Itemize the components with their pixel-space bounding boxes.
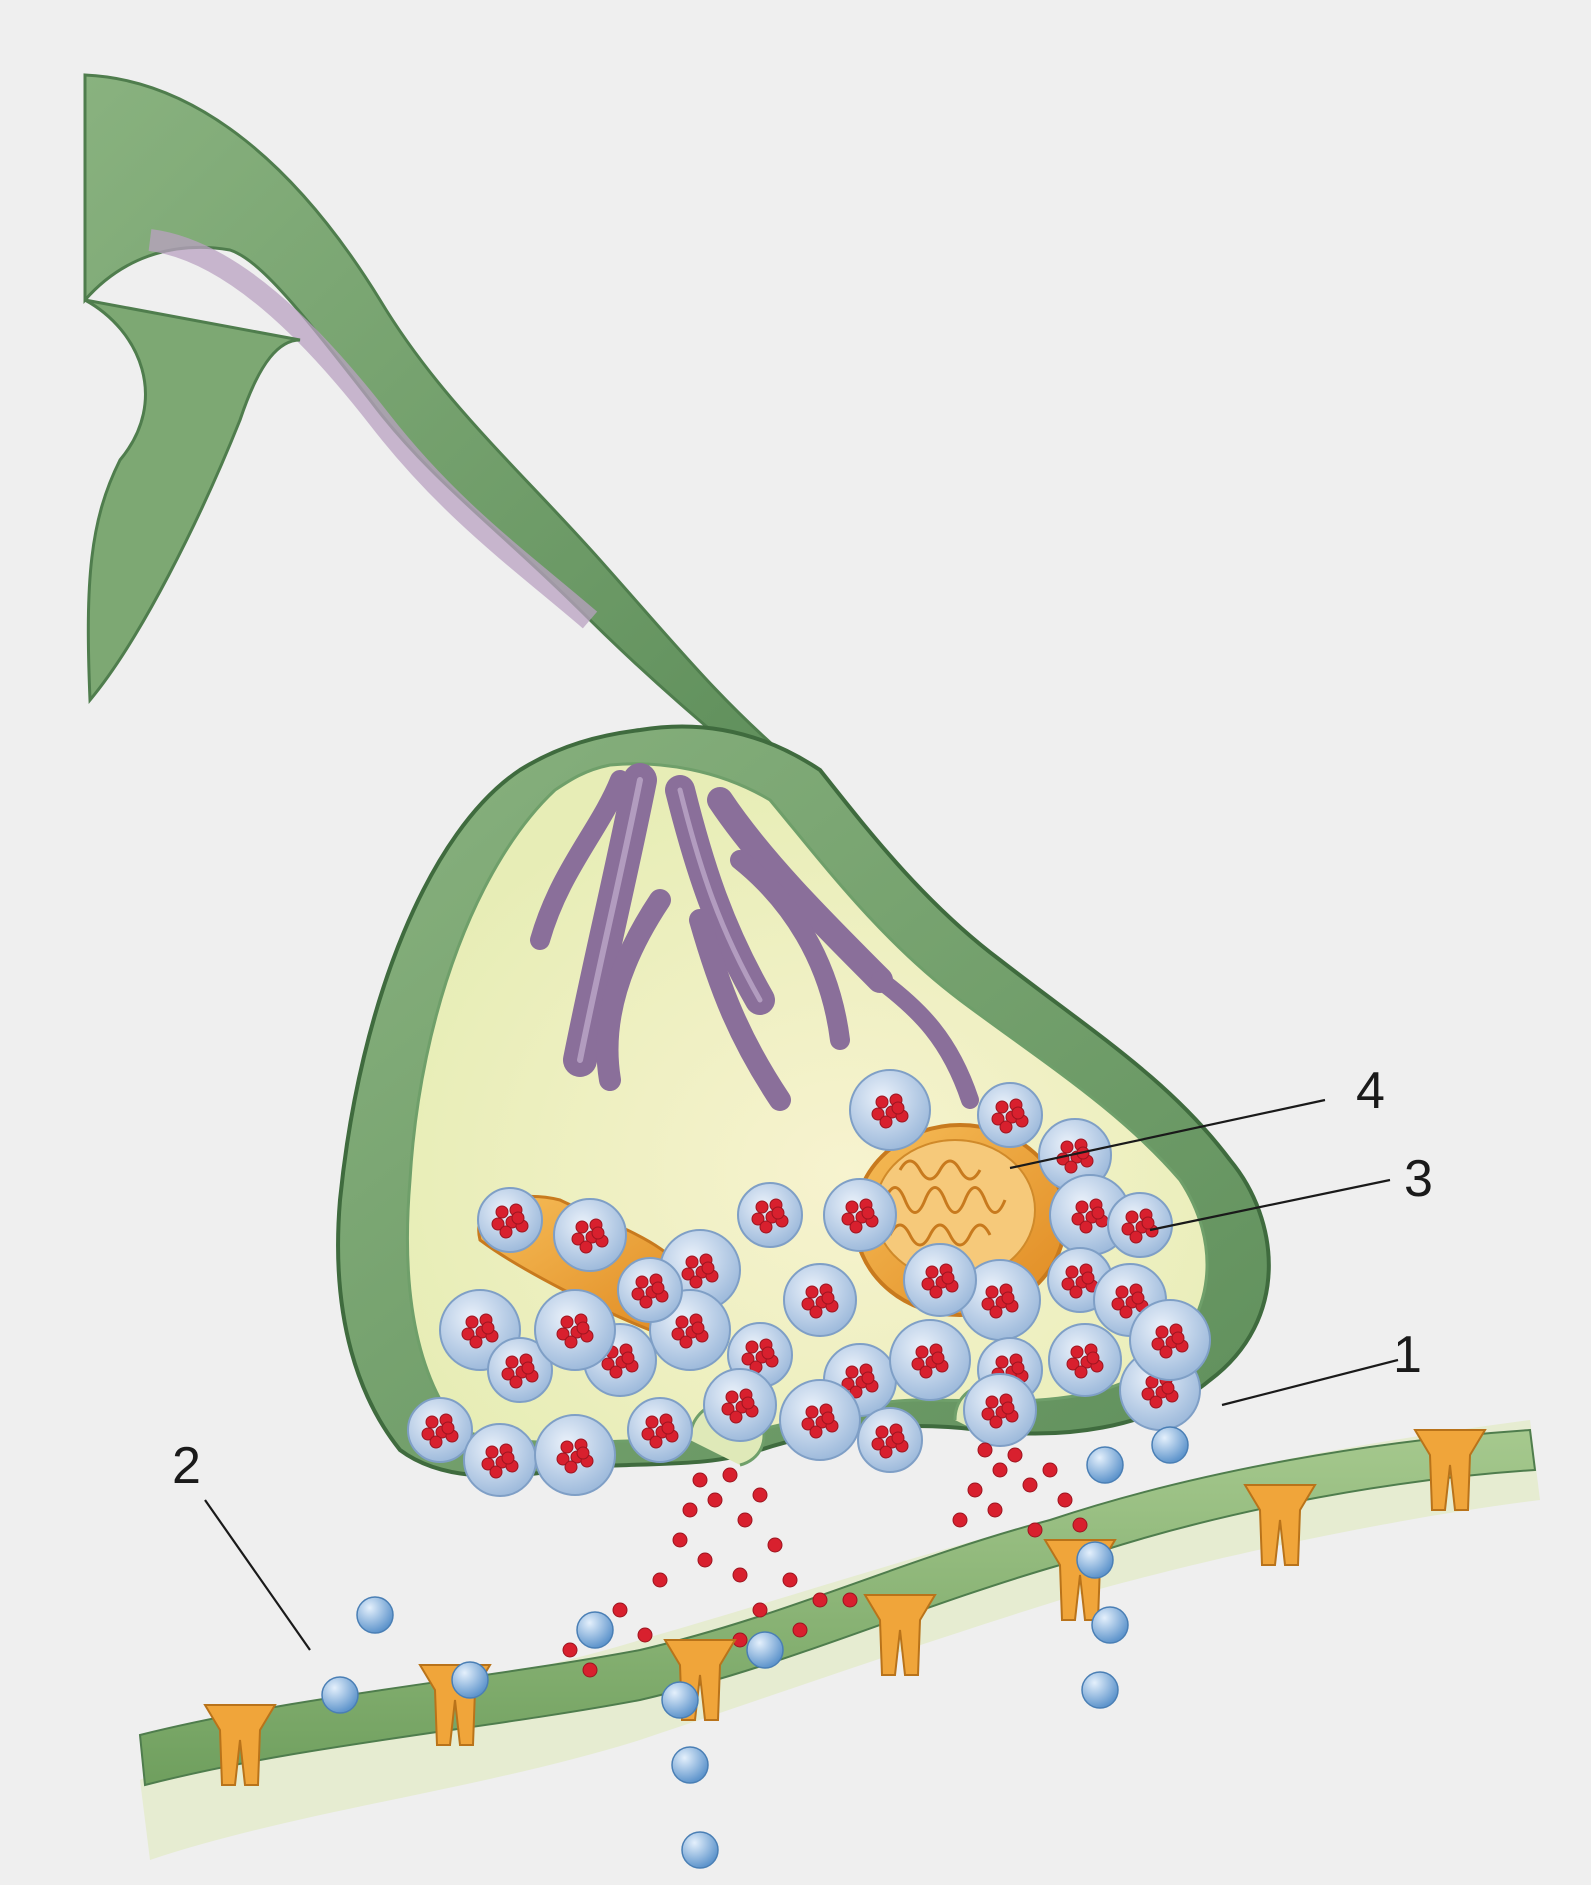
synaptic-vesicle — [857, 1407, 923, 1473]
synaptic-vesicle — [903, 1243, 977, 1317]
synaptic-vesicle — [703, 1368, 777, 1442]
ion — [451, 1661, 489, 1699]
label-1: 1 — [1393, 1326, 1422, 1384]
neurotransmitter-molecule — [1027, 1522, 1043, 1538]
neurotransmitter-molecule — [672, 1532, 688, 1548]
synaptic-vesicle — [783, 1263, 857, 1337]
synaptic-vesicle — [1048, 1323, 1122, 1397]
postsynaptic-membrane — [138, 1420, 1540, 1860]
ion — [1091, 1606, 1129, 1644]
neurotransmitter-molecule — [782, 1572, 798, 1588]
neurotransmitter-molecule — [692, 1472, 708, 1488]
leader-line-2 — [204, 1499, 311, 1651]
neurotransmitter-molecule — [722, 1467, 738, 1483]
neurotransmitter-molecule — [737, 1512, 753, 1528]
ion — [576, 1611, 614, 1649]
neurotransmitter-molecule — [752, 1487, 768, 1503]
label-2: 2 — [172, 1437, 201, 1495]
neurotransmitter-molecule — [682, 1502, 698, 1518]
microtubules — [530, 763, 979, 1111]
neurotransmitter-molecule — [992, 1462, 1008, 1478]
synaptic-vesicle — [534, 1414, 616, 1496]
neurotransmitter-molecule — [1022, 1477, 1038, 1493]
neurotransmitter-molecule — [792, 1622, 808, 1638]
ion — [681, 1831, 719, 1869]
synaptic-vesicle — [463, 1423, 537, 1497]
neurotransmitter-molecule — [752, 1602, 768, 1618]
ion — [671, 1746, 709, 1784]
synaptic-vesicles — [407, 1069, 1211, 1497]
leader-line-4 — [1009, 1098, 1326, 1170]
neurotransmitter-molecule — [1007, 1447, 1023, 1463]
synaptic-vesicle — [617, 1257, 683, 1323]
synaptic-vesicle — [737, 1182, 803, 1248]
neurotransmitter-molecule — [697, 1552, 713, 1568]
ion — [356, 1596, 394, 1634]
ion — [661, 1681, 699, 1719]
neurotransmitter-molecule — [1057, 1492, 1073, 1508]
synaptic-vesicle — [779, 1379, 861, 1461]
neurotransmitter-molecule — [1072, 1517, 1088, 1533]
synaptic-vesicle — [963, 1373, 1037, 1447]
synaptic-vesicle — [487, 1337, 553, 1403]
synaptic-vesicle — [823, 1178, 897, 1252]
receptor-protein — [1413, 1429, 1487, 1511]
neurotransmitter-molecule — [812, 1592, 828, 1608]
neurotransmitter-molecule — [987, 1502, 1003, 1518]
synaptic-vesicle — [477, 1187, 543, 1253]
ion — [1151, 1426, 1189, 1464]
synaptic-vesicle — [1107, 1192, 1173, 1258]
synaptic-vesicle — [889, 1319, 971, 1401]
synaptic-vesicle — [407, 1397, 473, 1463]
neurotransmitter-molecule — [652, 1572, 668, 1588]
neurotransmitter-molecules — [562, 1442, 1088, 1678]
neurotransmitter-molecule — [732, 1567, 748, 1583]
neurotransmitter-molecule — [637, 1627, 653, 1643]
leader-line-1 — [1221, 1358, 1399, 1407]
ion — [1076, 1541, 1114, 1579]
ion — [1081, 1671, 1119, 1709]
neurotransmitter-molecule — [977, 1442, 993, 1458]
label-4: 4 — [1356, 1062, 1385, 1120]
neurotransmitter-molecule — [767, 1537, 783, 1553]
neurotransmitter-molecule — [612, 1602, 628, 1618]
receptor-protein — [203, 1704, 277, 1786]
neurotransmitter-molecule — [582, 1662, 598, 1678]
receptor-protein — [1243, 1484, 1317, 1566]
neurotransmitter-molecule — [707, 1492, 723, 1508]
receptor-protein — [863, 1594, 937, 1676]
ion — [746, 1631, 784, 1669]
label-leaders — [204, 1098, 1399, 1651]
synaptic-vesicle — [627, 1397, 693, 1463]
ions — [321, 1426, 1189, 1869]
synaptic-vesicle — [977, 1082, 1043, 1148]
synaptic-vesicle — [553, 1198, 627, 1272]
axon — [83, 73, 793, 783]
synaptic-vesicle — [534, 1289, 616, 1371]
neurotransmitter-molecule — [842, 1592, 858, 1608]
neurotransmitter-molecule — [1042, 1462, 1058, 1478]
ion — [1086, 1446, 1124, 1484]
neurotransmitter-molecule — [967, 1482, 983, 1498]
neurotransmitter-molecule — [562, 1642, 578, 1658]
ion — [321, 1676, 359, 1714]
neurotransmitter-molecule — [952, 1512, 968, 1528]
synaptic-vesicle — [849, 1069, 931, 1151]
synaptic-vesicle — [1129, 1299, 1211, 1381]
labels: 1 2 3 4 — [172, 1062, 1433, 1495]
label-3: 3 — [1404, 1150, 1433, 1208]
leader-line-3 — [1149, 1178, 1391, 1232]
